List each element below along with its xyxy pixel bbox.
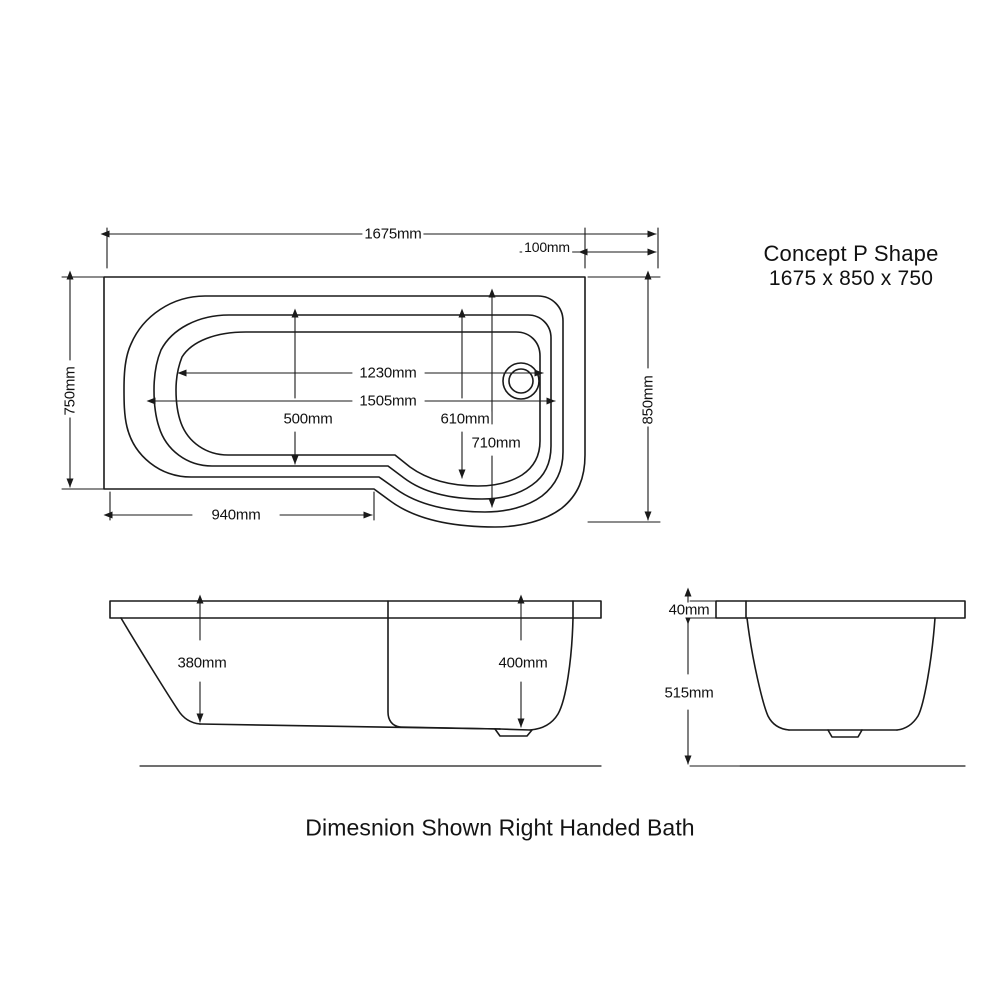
plan-outer-outline (103, 276, 586, 528)
dim-inner-width-right-lower: 710mm (469, 434, 523, 452)
plan-dimension-lines (61, 227, 661, 523)
end-elevation-dimension-lines (684, 587, 741, 767)
plan-base-outline (175, 331, 541, 487)
dim-total-height: 515mm (662, 684, 716, 702)
side-elevation-dimension-lines (196, 594, 525, 728)
plan-rim-inner-line (123, 295, 564, 513)
dim-overall-width-left: 750mm (61, 364, 79, 418)
drawing-caption: Dimesnion Shown Right Handed Bath (305, 814, 695, 841)
dim-depth-right: 400mm (496, 654, 550, 672)
side-elevation-outline (109, 600, 602, 767)
dim-depth-left: 380mm (175, 654, 229, 672)
title-block: Concept P Shape 1675 x 850 x 750 (726, 241, 976, 292)
dim-inner-width-right-upper: 610mm (438, 410, 492, 428)
dim-inner-length-lower: 1505mm (357, 392, 419, 410)
dim-rim-thickness: 40mm (666, 601, 712, 619)
end-elevation-outline (715, 600, 966, 767)
plan-waste-outlet (502, 362, 540, 400)
dim-inner-width-left: 500mm (281, 410, 335, 428)
title-product-size: 1675 x 850 x 750 (768, 266, 934, 290)
dim-offset-right: 100mm (522, 239, 572, 255)
dim-inner-length-upper: 1230mm (357, 364, 419, 382)
dim-straight-side-length: 940mm (209, 506, 263, 524)
title-product-name: Concept P Shape (763, 241, 939, 266)
dim-overall-width-right: 850mm (639, 373, 657, 427)
plan-bowl-outline (153, 314, 552, 500)
dim-overall-length: 1675mm (362, 225, 424, 243)
